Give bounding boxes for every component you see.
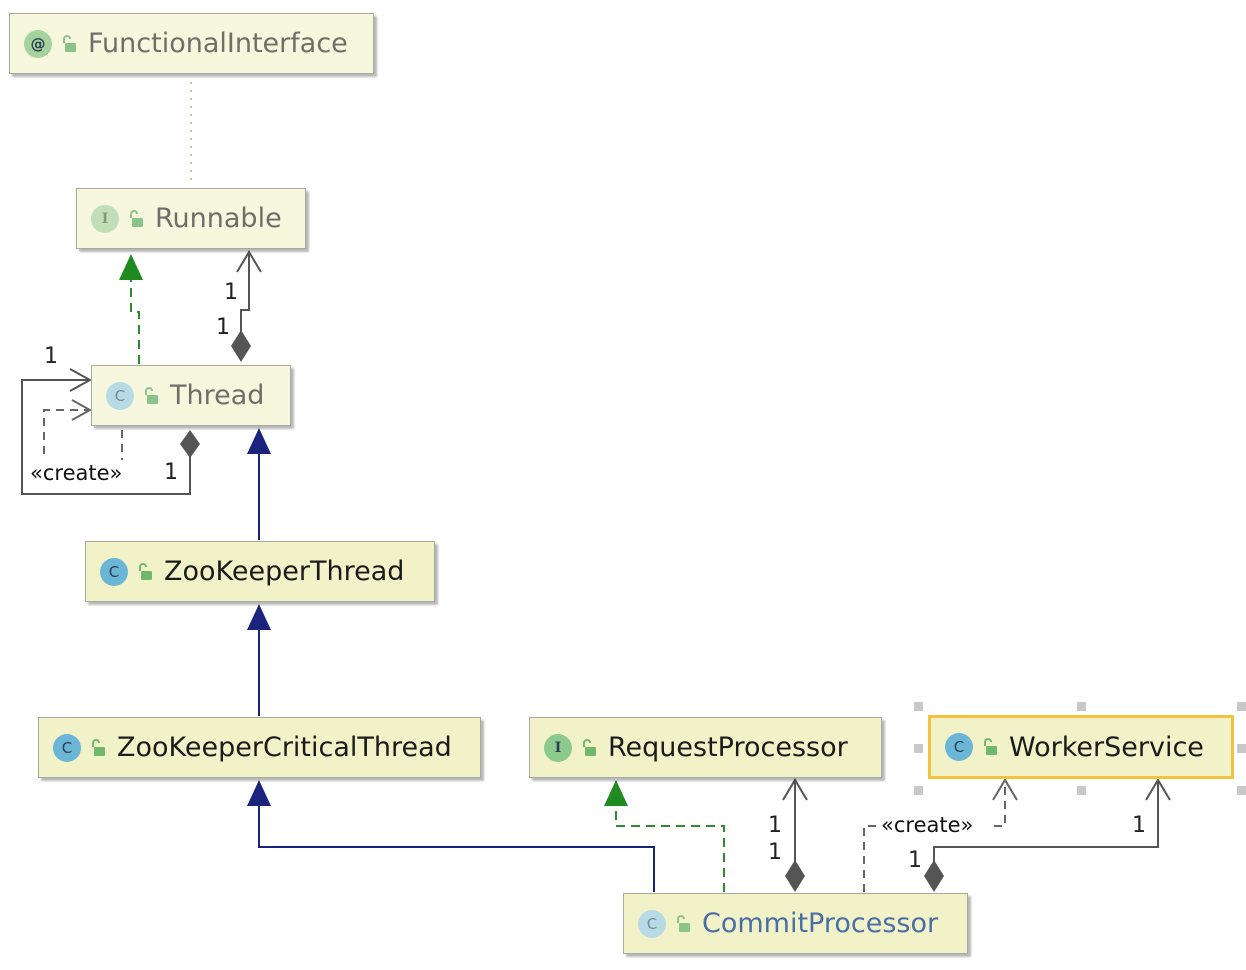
generalization-arrowhead bbox=[247, 428, 271, 454]
commitprocessor-extends-criticalthread bbox=[258, 806, 655, 892]
interface-icon: I bbox=[91, 204, 119, 233]
node-label: Runnable bbox=[155, 203, 282, 234]
thread-implements-runnable bbox=[130, 280, 140, 364]
create-stereotype: «create» bbox=[881, 813, 973, 837]
composition-diamond bbox=[180, 430, 200, 458]
composition-diamond bbox=[924, 860, 944, 892]
thread-runnable-association bbox=[240, 252, 250, 342]
lock-open-icon bbox=[145, 386, 158, 404]
class-icon: C bbox=[100, 557, 128, 586]
create-stereotype: «create» bbox=[30, 461, 122, 485]
thread-self-association bbox=[21, 379, 191, 495]
dependency-arrowhead bbox=[992, 778, 1018, 801]
node-label: RequestProcessor bbox=[608, 732, 848, 763]
node-runnable[interactable]: I Runnable bbox=[76, 188, 306, 249]
class-icon: C bbox=[53, 733, 81, 762]
lock-open-icon bbox=[130, 209, 143, 227]
node-label: CommitProcessor bbox=[702, 908, 939, 939]
node-zookeeper-critical-thread[interactable]: C ZooKeeperCriticalThread bbox=[38, 717, 481, 778]
multiplicity-label: 1 bbox=[224, 280, 238, 305]
node-commit-processor[interactable]: C CommitProcessor bbox=[623, 893, 968, 954]
lock-open-icon bbox=[583, 738, 596, 756]
association-arrowhead bbox=[1145, 778, 1171, 801]
lock-open-icon bbox=[92, 738, 105, 756]
lock-open-icon bbox=[984, 738, 997, 755]
node-worker-service[interactable]: C WorkerService bbox=[928, 715, 1234, 779]
realization-arrowhead bbox=[119, 254, 143, 280]
multiplicity-label: 1 bbox=[908, 848, 922, 873]
selection-handles[interactable] bbox=[914, 702, 1246, 795]
stereotype-background bbox=[880, 813, 988, 837]
generalization-arrowhead bbox=[247, 604, 271, 630]
multiplicity-label: 1 bbox=[768, 813, 782, 838]
association-arrowhead bbox=[69, 368, 93, 392]
annotation-icon: @ bbox=[24, 29, 52, 58]
node-functional-interface[interactable]: @ FunctionalInterface bbox=[9, 13, 374, 74]
dependency-arrowhead bbox=[71, 399, 93, 421]
node-label: ZooKeeperThread bbox=[164, 556, 405, 587]
association-arrowhead bbox=[236, 250, 262, 273]
node-thread[interactable]: C Thread bbox=[91, 365, 291, 426]
multiplicity-label: 1 bbox=[164, 460, 178, 485]
lock-open-icon bbox=[139, 562, 152, 580]
stereotype-background bbox=[30, 460, 134, 484]
lock-open-icon bbox=[677, 914, 690, 932]
lock-open-icon bbox=[63, 34, 76, 52]
commitprocessor-workerservice-association bbox=[933, 780, 1159, 862]
commitprocessor-creates-workerservice bbox=[863, 780, 1006, 892]
node-label: FunctionalInterface bbox=[88, 28, 348, 59]
association-arrowhead bbox=[782, 778, 808, 801]
node-label: ZooKeeperCriticalThread bbox=[117, 732, 452, 763]
node-label: WorkerService bbox=[1009, 731, 1204, 763]
multiplicity-label: 1 bbox=[1132, 813, 1146, 838]
multiplicity-label: 1 bbox=[216, 315, 230, 340]
multiplicity-label: 1 bbox=[44, 344, 58, 369]
class-icon: C bbox=[106, 381, 134, 410]
multiplicity-label: 1 bbox=[768, 840, 782, 865]
composition-diamond bbox=[785, 860, 805, 892]
node-label: Thread bbox=[170, 380, 265, 411]
generalization-arrowhead bbox=[247, 780, 271, 806]
realization-arrowhead bbox=[604, 780, 628, 806]
class-icon: C bbox=[638, 909, 666, 938]
composition-diamond bbox=[231, 330, 251, 362]
interface-icon: I bbox=[544, 733, 572, 762]
commitprocessor-implements-requestprocessor bbox=[615, 806, 725, 892]
node-zookeeper-thread[interactable]: C ZooKeeperThread bbox=[85, 541, 435, 602]
node-request-processor[interactable]: I RequestProcessor bbox=[529, 717, 882, 778]
class-icon: C bbox=[945, 733, 973, 761]
